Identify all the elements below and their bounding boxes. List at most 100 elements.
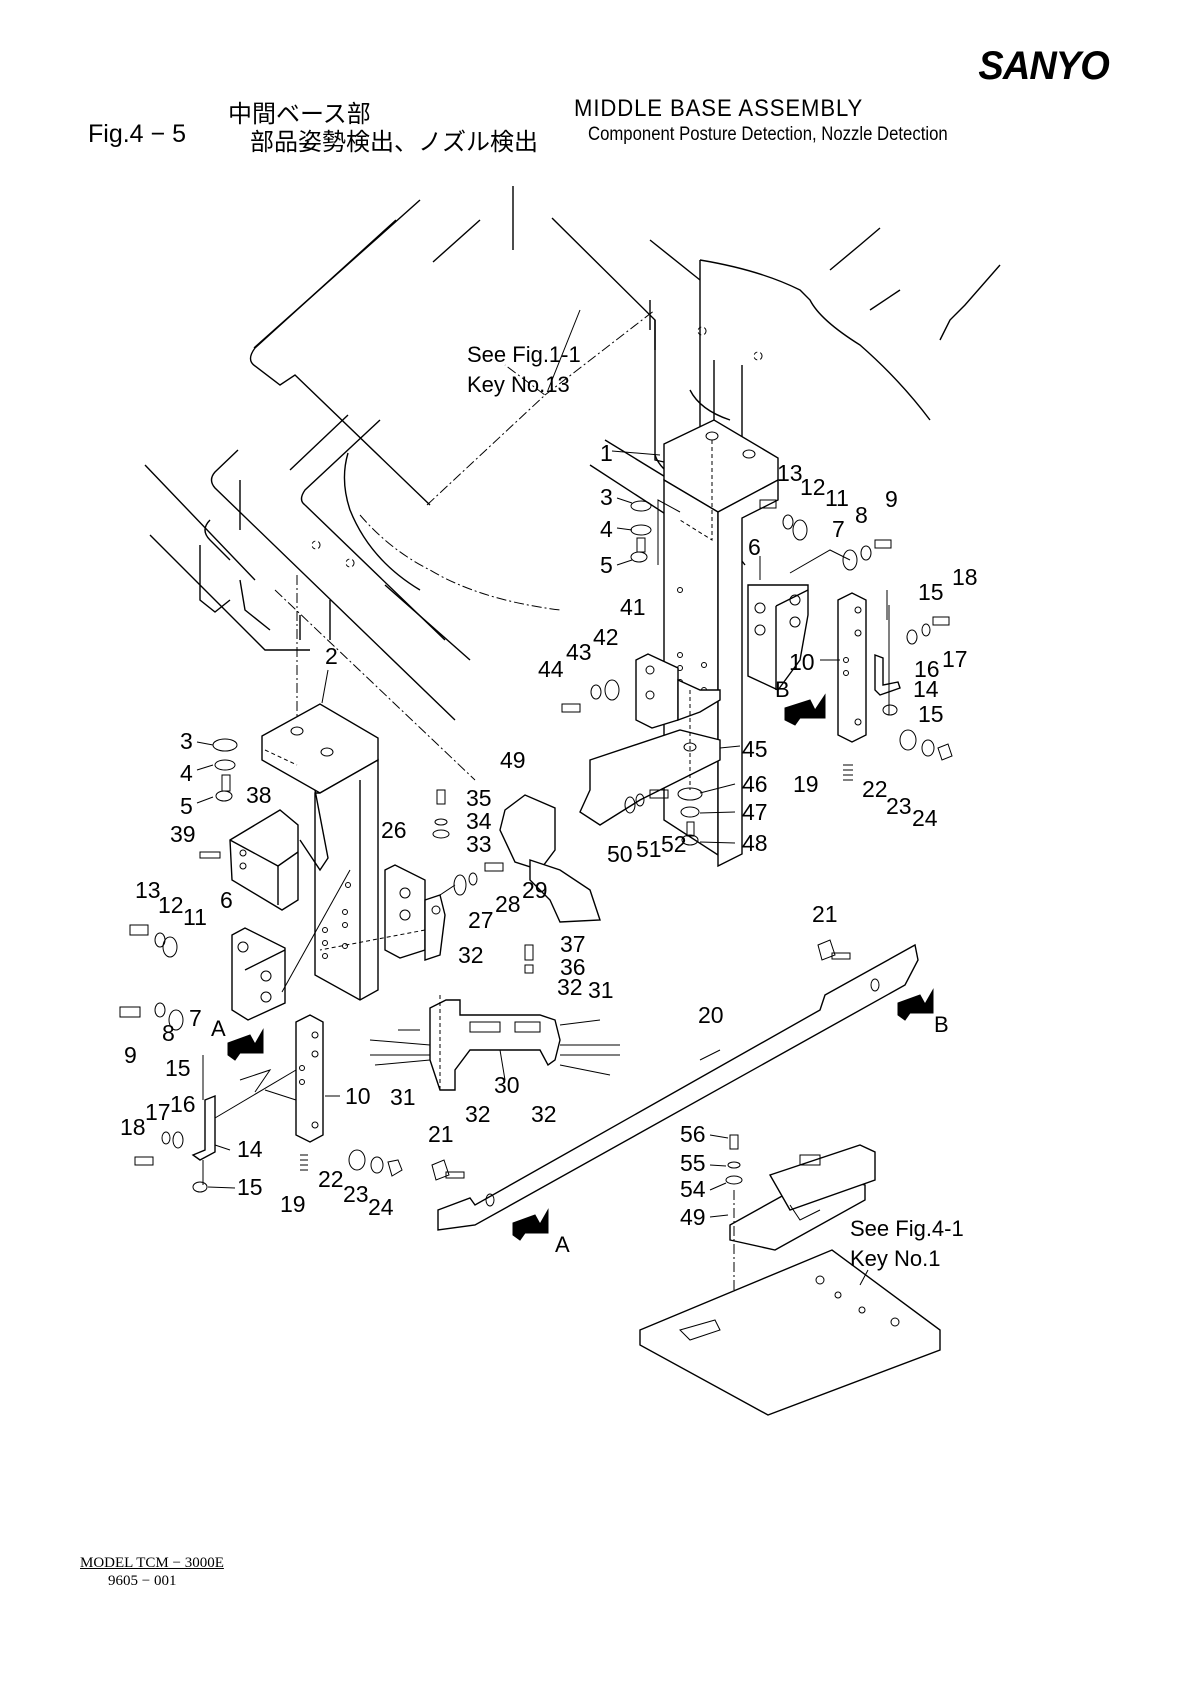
callout-19-left: 19 — [280, 1191, 306, 1217]
view-label-a-left: A — [211, 1016, 226, 1041]
callout-10-right: 10 — [789, 649, 815, 675]
callout-24-left: 24 — [368, 1194, 394, 1220]
callout-15-left-nut: 15 — [237, 1174, 263, 1200]
callout-35: 35 — [466, 785, 492, 811]
callout-23-right: 23 — [886, 793, 912, 819]
callout-11-left: 11 — [183, 904, 207, 930]
callout-23-left: 23 — [343, 1181, 369, 1207]
callout-13: 13 — [777, 460, 803, 486]
reference-fig-4-1-line2: Key No.1 — [850, 1246, 941, 1271]
callout-42: 42 — [593, 624, 619, 650]
callout-54: 54 — [680, 1176, 706, 1202]
callout-18-left: 18 — [120, 1114, 146, 1140]
part-6-left-angle-bracket — [231, 869, 351, 1021]
callout-32-a: 32 — [458, 942, 484, 968]
callout-45: 45 — [742, 736, 768, 762]
figure-number: Fig.4 − 5 — [88, 120, 186, 148]
callout-6: 6 — [748, 534, 761, 560]
footer-model: MODEL TCM − 3000E — [80, 1555, 224, 1571]
callout-10-left: 10 — [345, 1083, 371, 1109]
callout-11: 11 — [825, 485, 849, 511]
callout-24-right: 24 — [912, 805, 938, 831]
view-arrow-b-right — [897, 988, 934, 1021]
callout-16-left: 16 — [170, 1091, 196, 1117]
callout-27: 27 — [468, 907, 494, 933]
callout-28: 28 — [495, 891, 521, 917]
callout-6-left: 6 — [220, 887, 233, 913]
reference-fig-4-1-line1: See Fig.4-1 — [850, 1216, 964, 1241]
callout-32-c: 32 — [465, 1101, 491, 1127]
frame-casting — [144, 186, 1001, 781]
part-2-bracket — [261, 575, 379, 1001]
part-6-right-angle-bracket — [747, 549, 851, 691]
callout-17-left: 17 — [145, 1099, 171, 1125]
callout-21-left: 21 — [428, 1121, 454, 1147]
reference-fig-1-1-line2: Key No.13 — [467, 372, 570, 397]
callout-32-d: 32 — [531, 1101, 557, 1127]
callout-14-left: 14 — [237, 1136, 263, 1162]
callout-15: 15 — [918, 579, 944, 605]
subtitle-en: Component Posture Detection, Nozzle Dete… — [588, 124, 948, 145]
callout-14-right: 14 — [913, 676, 939, 702]
callout-38: 38 — [246, 782, 272, 808]
callout-44: 44 — [538, 656, 564, 682]
callout-43: 43 — [566, 639, 592, 665]
part-26-bracket — [319, 864, 456, 961]
callout-leaders — [196, 450, 840, 1218]
callout-56: 56 — [680, 1121, 706, 1147]
callout-49-lower: 49 — [680, 1204, 706, 1230]
title-en: MIDDLE BASE ASSEMBLY — [574, 95, 864, 122]
callout-49-upper: 49 — [500, 747, 526, 773]
callout-13-left: 13 — [135, 877, 161, 903]
callout-33: 33 — [466, 831, 492, 857]
callout-3-left: 3 — [180, 728, 193, 754]
callout-52: 52 — [661, 831, 687, 857]
callout-30: 30 — [494, 1072, 520, 1098]
title-jp-line1: 中間ベース部 — [228, 100, 371, 128]
callout-39: 39 — [170, 821, 196, 847]
callout-26: 26 — [381, 817, 407, 843]
brand-logo: SANYO — [978, 44, 1109, 88]
callout-3: 3 — [600, 484, 613, 510]
view-arrow-b-upper — [784, 693, 826, 726]
callout-37: 37 — [560, 931, 586, 957]
part-49-nozzle-sensor — [499, 794, 601, 923]
callout-1: 1 — [600, 440, 613, 466]
callout-4: 4 — [600, 516, 613, 542]
footer-code: 9605 − 001 — [108, 1573, 177, 1589]
callout-9: 9 — [885, 486, 898, 512]
callouts-upper-right: 1 3 4 5 13 12 11 9 8 7 6 18 15 41 42 43 … — [500, 440, 978, 867]
callout-32-b: 32 — [557, 974, 583, 1000]
callout-2: 2 — [325, 643, 338, 669]
part-14-left-bracket — [191, 1055, 297, 1185]
callout-16-right: 16 — [914, 656, 940, 682]
part-10-right-rail — [837, 592, 901, 743]
callout-34: 34 — [466, 808, 492, 834]
callout-8-left: 8 — [162, 1020, 175, 1046]
view-label-b-right: B — [934, 1012, 949, 1037]
callout-12: 12 — [800, 474, 826, 500]
view-arrow-a-bottom — [512, 1208, 549, 1241]
callout-18: 18 — [952, 564, 978, 590]
part-38-sensor-block — [229, 809, 299, 911]
callout-55: 55 — [680, 1150, 706, 1176]
callout-46: 46 — [742, 771, 768, 797]
callout-20: 20 — [698, 1002, 724, 1028]
callout-36: 36 — [560, 954, 586, 980]
callout-15-left: 15 — [165, 1055, 191, 1081]
part-30-base-plate — [429, 995, 561, 1091]
callout-22-left: 22 — [318, 1166, 344, 1192]
callouts-center: 32 37 36 32 31 31 30 32 32 20 21 21 B A … — [390, 901, 949, 1257]
part-49-electronics-box — [639, 1144, 941, 1416]
callout-47: 47 — [742, 799, 768, 825]
callout-9-left: 9 — [124, 1042, 137, 1068]
callout-4-left: 4 — [180, 760, 193, 786]
view-label-b-upper: B — [775, 677, 790, 702]
callout-12-left: 12 — [158, 892, 184, 918]
callout-15-right-nut: 15 — [918, 701, 944, 727]
callout-51: 51 — [636, 836, 662, 862]
callout-41: 41 — [620, 594, 646, 620]
view-label-a-bottom: A — [555, 1232, 570, 1257]
callout-19-right: 19 — [793, 771, 819, 797]
